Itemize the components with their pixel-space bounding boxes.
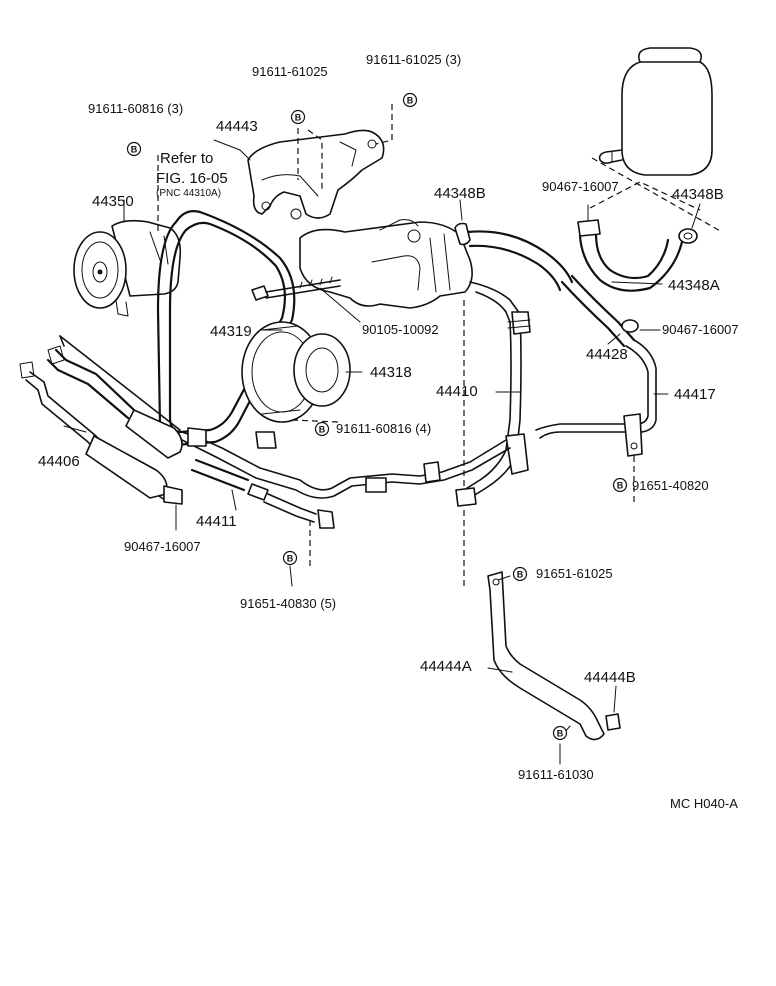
label-fig-16-05: FIG. 16-05: [156, 170, 228, 187]
label-44406: 44406: [38, 453, 80, 470]
svg-text:B: B: [319, 425, 326, 435]
hose-44348b-mid: [466, 230, 574, 292]
reservoir-tank: [598, 47, 713, 176]
bolt-symbol-91611-60816-4: B: [314, 421, 330, 437]
label-90467-16007-right: 90467-16007: [662, 322, 739, 337]
svg-text:B: B: [617, 481, 624, 491]
label-91611-60816-4: 91611-60816 (4): [336, 421, 431, 436]
bolt-symbol-91611-61025-3: B: [402, 92, 418, 108]
label-91651-61025: 91651-61025: [536, 566, 613, 581]
leader-lines: [63, 139, 701, 765]
label-90105-10092: 90105-10092: [362, 322, 439, 337]
label-91611-60816-3: 91611-60816 (3): [88, 101, 183, 116]
label-refer-to: Refer to: [160, 150, 213, 167]
nut-44444b: [605, 713, 621, 731]
label-44444a: 44444A: [420, 658, 472, 675]
hose-44348a: [578, 232, 684, 292]
label-44410: 44410: [436, 383, 478, 400]
label-44444b: 44444B: [584, 669, 636, 686]
label-44428: 44428: [586, 346, 628, 363]
bolt-symbol-91651-40820: B: [612, 477, 628, 493]
label-44348b-mid: 44348B: [434, 185, 486, 202]
pipe-44410: [463, 281, 531, 499]
clamp-44348b-mid: [454, 222, 471, 246]
reservoir-guide-line: [591, 157, 723, 233]
pipe-44428: [560, 274, 636, 348]
label-90467-16007-left: 90467-16007: [124, 539, 201, 554]
label-91651-40820: 91651-40820: [632, 478, 709, 493]
svg-text:B: B: [557, 729, 564, 739]
pump-44350: [73, 219, 182, 317]
leader-90105: [319, 287, 361, 323]
label-44411: 44411: [196, 513, 237, 530]
label-44348b-right: 44348B: [672, 186, 724, 203]
bracket-guide-2: [375, 104, 393, 145]
svg-text:B: B: [517, 570, 524, 580]
bolt-symbol-91611-61030: B: [552, 725, 568, 741]
svg-text:B: B: [407, 96, 414, 106]
label-91611-61025: 91611-61025: [252, 64, 328, 79]
svg-text:B: B: [287, 554, 294, 564]
idler-pulley-44318: [241, 321, 351, 423]
svg-text:B: B: [131, 145, 138, 155]
bracket-guide-3: [307, 129, 323, 190]
reservoir-guide-line-2: [589, 181, 701, 211]
pipe-44417: [535, 339, 657, 439]
bracket-44443: [247, 129, 385, 220]
bolt-symbol-91611-61025: B: [290, 109, 306, 125]
belt-44319: [156, 210, 296, 447]
diagram-code: MC H040-A: [670, 796, 738, 811]
pipe-44411: [181, 431, 511, 523]
fitting-44411-a: [187, 427, 477, 529]
label-44417: 44417: [674, 386, 716, 403]
bolt-symbol-91611-60816-3: B: [126, 141, 142, 157]
clamp-44348b-right: [678, 228, 698, 244]
label-44319: 44319: [210, 323, 252, 340]
svg-text:B: B: [295, 113, 302, 123]
clamp-90467-top: [577, 219, 601, 237]
bracket-44444a: [487, 571, 605, 741]
label-44318: 44318: [370, 364, 412, 381]
label-91611-61030: 91611-61030: [518, 767, 594, 782]
label-91651-40830-5: 91651-40830 (5): [240, 596, 336, 611]
bolt-symbol-91651-61025: B: [512, 566, 528, 582]
steering-gear-housing: [299, 219, 473, 309]
label-44350: 44350: [92, 193, 134, 210]
label-90467-16007-top: 90467-16007: [542, 179, 619, 194]
bracket-44410: [505, 433, 529, 475]
label-44348a: 44348A: [668, 277, 720, 294]
label-44443: 44443: [216, 118, 258, 135]
bracket-44417: [623, 413, 643, 457]
bolt-90105-10092: [251, 276, 341, 301]
label-91611-61025-3: 91611-61025 (3): [366, 52, 461, 67]
clamp-90467-right: [621, 319, 639, 333]
bolt-symbol-91651-40830-5: B: [282, 550, 298, 566]
hose-44406: [19, 335, 183, 505]
label-pnc-44310a: (PNC 44310A): [156, 188, 221, 199]
